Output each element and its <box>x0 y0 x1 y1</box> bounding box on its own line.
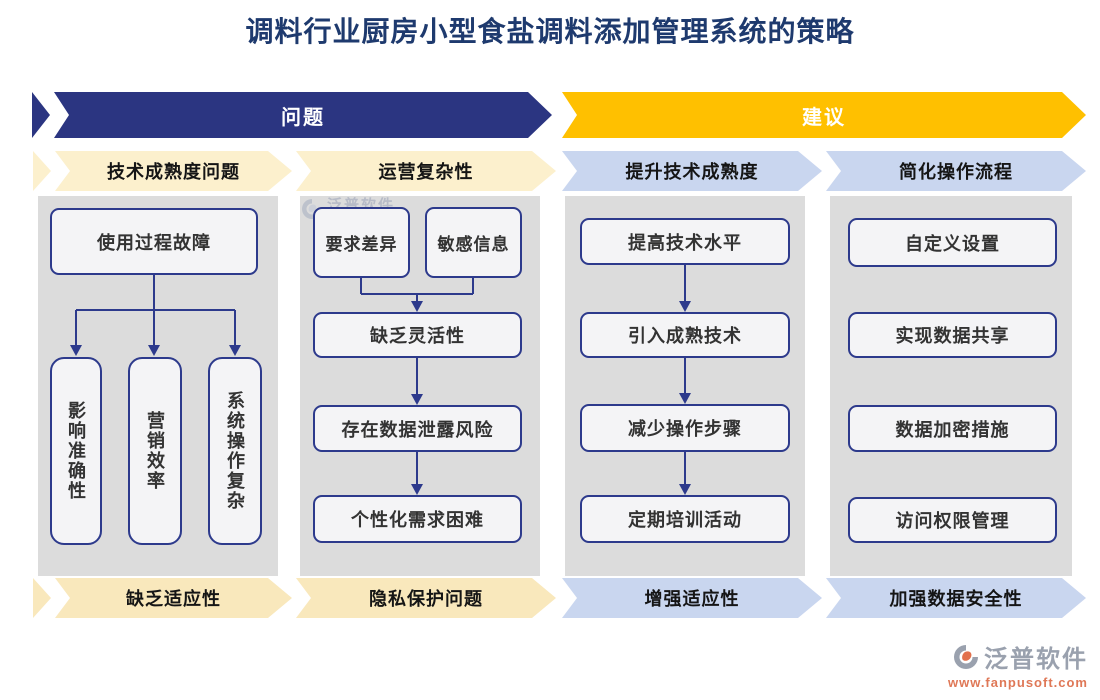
column-header-simplify-operation: 简化操作流程 <box>826 151 1086 191</box>
column-header-label: 简化操作流程 <box>899 162 1013 182</box>
column-footer-label: 缺乏适应性 <box>126 589 221 609</box>
flow-box-data-sharing: 实现数据共享 <box>848 312 1057 358</box>
banner-suggestion-label: 建议 <box>802 106 846 129</box>
column-header-tech-maturity: 技术成熟度问题 <box>33 151 292 191</box>
column-header-improve-maturity: 提升技术成熟度 <box>562 151 822 191</box>
flow-box-marketing-efficiency: 营销效率 <box>128 357 182 545</box>
flow-box-regular-training: 定期培训活动 <box>580 495 790 543</box>
column-header-label: 运营复杂性 <box>378 162 474 182</box>
column-footer-strengthen-security: 加强数据安全性 <box>826 578 1086 618</box>
flow-box-lack-flexibility: 缺乏灵活性 <box>313 312 522 358</box>
brand-footer: 泛普软件 www.fanpusoft.com <box>948 639 1088 690</box>
flow-box-accuracy-impact: 影响准确性 <box>50 357 102 545</box>
column-footer-label: 加强数据安全性 <box>889 589 1023 609</box>
column-footer-lack-adaptability: 缺乏适应性 <box>33 578 292 618</box>
flow-box-access-control: 访问权限管理 <box>848 497 1057 543</box>
header-lead-arrow-icon <box>33 151 51 191</box>
column-header-operation-complexity: 运营复杂性 <box>296 151 556 191</box>
flow-box-usage-failure: 使用过程故障 <box>50 208 258 275</box>
brand-name: 泛普软件 <box>984 646 1088 673</box>
banner-problem-label: 问题 <box>281 106 325 129</box>
banner-problem-lead-arrow-icon <box>32 92 50 138</box>
flow-box-system-complexity: 系统操作复杂 <box>208 357 262 545</box>
flow-box-sensitive-info: 敏感信息 <box>425 207 522 278</box>
flow-box-reduce-steps: 减少操作步骤 <box>580 404 790 452</box>
flow-box-personalization-difficulty: 个性化需求困难 <box>313 495 522 543</box>
flow-box-requirement-difference: 要求差异 <box>313 207 410 278</box>
column-footer-enhance-adaptability: 增强适应性 <box>562 578 822 618</box>
column-footer-label: 隐私保护问题 <box>369 589 483 609</box>
flow-box-data-encryption: 数据加密措施 <box>848 405 1057 452</box>
flow-box-raise-tech-level: 提高技术水平 <box>580 218 790 265</box>
flow-box-adopt-mature-tech: 引入成熟技术 <box>580 312 790 358</box>
column-footer-label: 增强适应性 <box>644 589 740 609</box>
flow-box-custom-settings: 自定义设置 <box>848 218 1057 267</box>
column-footer-privacy-problem: 隐私保护问题 <box>296 578 556 618</box>
page-title: 调料行业厨房小型食盐调料添加管理系统的策略 <box>245 16 855 47</box>
banner-suggestion: 建议 <box>562 92 1086 138</box>
flow-box-data-leak-risk: 存在数据泄露风险 <box>313 405 522 452</box>
footer-lead-arrow-icon <box>33 578 51 618</box>
column-header-label: 提升技术成熟度 <box>625 162 759 182</box>
brand-logo-icon <box>954 644 978 669</box>
column-header-label: 技术成熟度问题 <box>107 162 240 182</box>
banner-problem: 问题 <box>32 92 552 138</box>
brand-url: www.fanpusoft.com <box>947 675 1088 690</box>
